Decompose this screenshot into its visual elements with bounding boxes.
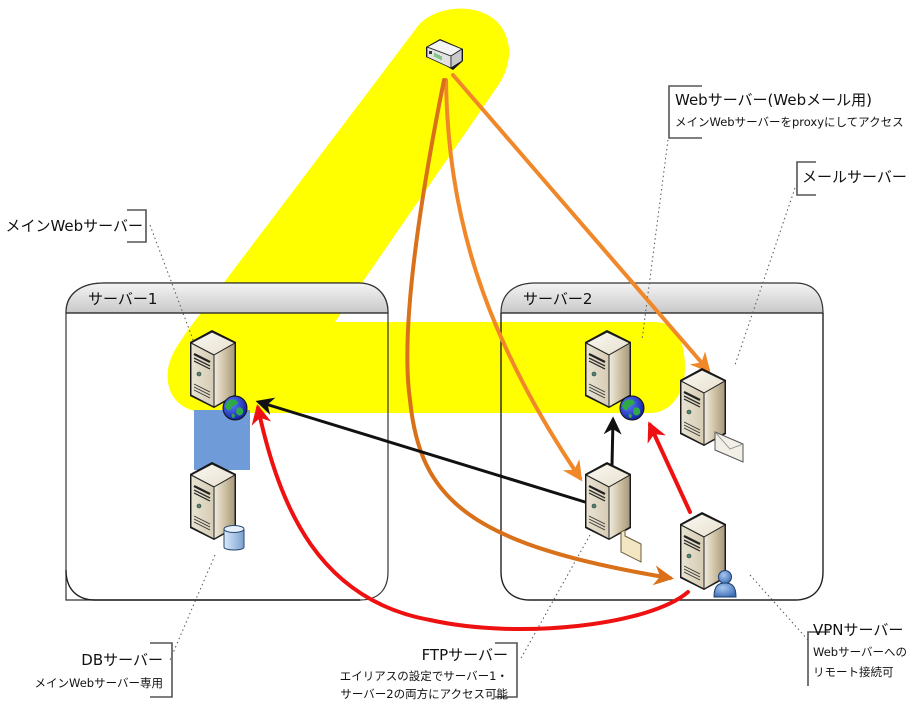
callout-vpn-desc2: リモート接続可 — [813, 665, 894, 679]
conn-ftp-mainweb — [255, 397, 587, 504]
callout-webmail-desc: メインWebサーバーをproxyにしてアクセス — [675, 115, 904, 129]
conn-vpn-webmail — [647, 421, 692, 514]
folder-icon — [620, 529, 642, 563]
user-icon — [713, 570, 737, 598]
conn-router-mail — [451, 73, 711, 374]
envelope-icon — [714, 431, 744, 463]
router-icon[interactable] — [426, 39, 463, 70]
server-db[interactable] — [188, 460, 245, 551]
callout-db-desc: メインWebサーバー専用 — [34, 676, 163, 690]
callout-brackets — [127, 85, 830, 698]
callout-db-title: DBサーバー — [81, 651, 163, 669]
container-title-server2: サーバー2 — [523, 290, 593, 308]
container-server2 — [500, 282, 824, 601]
server-vpn[interactable] — [678, 510, 737, 598]
callout-vpn-title: VPNサーバー — [813, 621, 904, 639]
callout-mail-title: メールサーバー — [802, 168, 907, 186]
server-ftp[interactable] — [583, 460, 642, 563]
conn-router-vpn — [405, 78, 674, 586]
container-server1 — [65, 282, 389, 601]
conn-vpn-mainweb — [251, 404, 690, 631]
database-icon — [223, 525, 245, 551]
conn-ftp-webmail — [603, 416, 622, 467]
globe-icon — [222, 395, 248, 421]
container-title-server1: サーバー1 — [88, 290, 158, 308]
callout-webmail-title: Webサーバー(Webメール用) — [675, 91, 872, 109]
conn-router-ftp — [444, 78, 583, 482]
callout-vpn-desc1: Webサーバーへの — [813, 645, 907, 659]
callout-main-web-title: メインWebサーバー — [5, 217, 143, 235]
callout-ftp-desc2: サーバー2の両方にアクセス可能 — [340, 687, 508, 701]
callout-ftp-title: FTPサーバー — [421, 646, 508, 664]
server-mail[interactable] — [678, 366, 744, 463]
connections — [251, 73, 711, 631]
callout-ftp-desc1: エイリアスの設定でサーバー1・ — [339, 669, 508, 683]
globe-icon — [619, 395, 645, 421]
callout-leaders — [149, 139, 809, 661]
db-link — [194, 410, 250, 470]
